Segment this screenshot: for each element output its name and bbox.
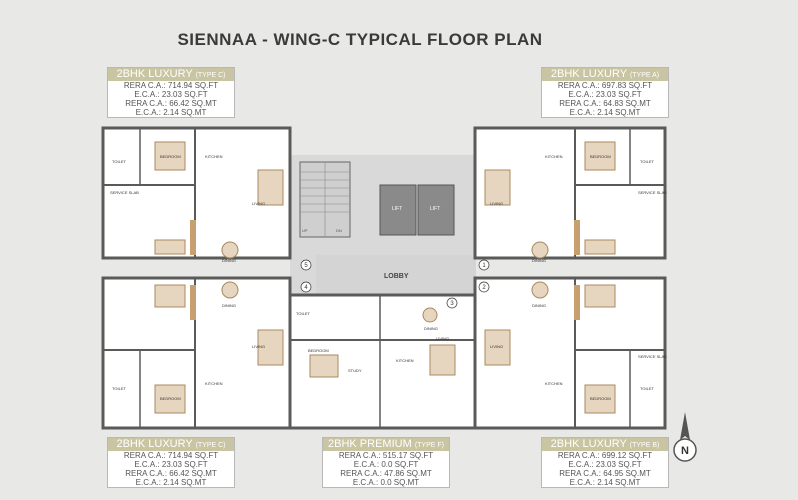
dining-table-rl bbox=[531, 281, 549, 299]
room-label: KITCHEN bbox=[396, 358, 414, 363]
flat-number-marker bbox=[300, 281, 312, 293]
room-label: LIVING bbox=[252, 201, 265, 206]
bed-lu-1 bbox=[154, 141, 186, 171]
dining-table-ru bbox=[531, 241, 549, 259]
lift-2-label: LIFT bbox=[430, 206, 440, 212]
sofa-cl bbox=[429, 344, 456, 376]
room-label: LIVING bbox=[490, 344, 503, 349]
sofa-lu bbox=[257, 169, 284, 206]
room-label: KITCHEN bbox=[205, 154, 223, 159]
bed-rl-2 bbox=[584, 384, 616, 414]
stair-dn-label: DN bbox=[336, 228, 342, 233]
bed-lu-2 bbox=[154, 239, 186, 255]
page-title: SIENNAA - WING-C TYPICAL FLOOR PLAN bbox=[177, 30, 543, 49]
room-label: DINING bbox=[424, 326, 438, 331]
room-label: SERVICE SLAB bbox=[638, 354, 667, 359]
room-label: DINING bbox=[222, 258, 236, 263]
bed-rl-1 bbox=[584, 284, 616, 308]
room-label: BEDROOM bbox=[590, 396, 611, 401]
flat-number-marker bbox=[478, 259, 490, 271]
unit-info-box: 2BHK LUXURY (TYPE C) RERA C.A.: 714.94 S… bbox=[107, 67, 235, 118]
compass-label: N bbox=[681, 445, 689, 457]
flat-number-marker bbox=[446, 297, 458, 309]
dining-table-cl bbox=[422, 307, 438, 323]
flat-number-label: 4 bbox=[304, 285, 308, 291]
room-label: TOILET bbox=[640, 386, 654, 391]
lobby-area bbox=[316, 255, 476, 295]
room-label: BEDROOM bbox=[590, 154, 611, 159]
lift-2 bbox=[417, 184, 455, 236]
room-label: LIVING bbox=[490, 201, 503, 206]
dining-table-lu bbox=[221, 241, 239, 259]
flat-number-marker bbox=[478, 281, 490, 293]
bed-ru-1 bbox=[584, 141, 616, 171]
room-label: BEDROOM bbox=[308, 348, 329, 353]
room-label: TOILET bbox=[296, 311, 310, 316]
room-label: TOILET bbox=[640, 159, 654, 164]
sofa-rl bbox=[484, 329, 511, 366]
wardrobe-ru bbox=[574, 220, 580, 255]
sofa-ll bbox=[257, 329, 284, 366]
wardrobe-lu bbox=[190, 220, 196, 255]
sofa-ru bbox=[484, 169, 511, 206]
room-label: KITCHEN bbox=[545, 381, 563, 386]
lift-1-label: LIFT bbox=[392, 206, 402, 212]
flat-number-label: 2 bbox=[482, 285, 486, 291]
bed-ll-2 bbox=[154, 384, 186, 414]
room-label: KITCHEN bbox=[545, 154, 563, 159]
north-compass-icon: N bbox=[673, 412, 697, 462]
flat-number-marker bbox=[300, 259, 312, 271]
room-label: BEDROOM bbox=[160, 154, 181, 159]
unit-info-box: 2BHK PREMIUM (TYPE F) RERA C.A.: 515.17 … bbox=[322, 437, 450, 488]
flat-number-label: 5 bbox=[304, 263, 308, 269]
room-label: STUDY bbox=[348, 368, 362, 373]
room-label: SERVICE SLAB bbox=[638, 190, 667, 195]
bed-cl bbox=[309, 354, 339, 378]
lift-1 bbox=[379, 184, 417, 236]
bed-ru-2 bbox=[584, 239, 616, 255]
unit-info-box: 2BHK LUXURY (TYPE A) RERA C.A.: 697.83 S… bbox=[541, 67, 669, 118]
lobby-label: LOBBY bbox=[384, 273, 409, 280]
room-label: SERVICE SLAB bbox=[110, 190, 139, 195]
room-label: BEDROOM bbox=[160, 396, 181, 401]
unit-info-box: 2BHK LUXURY (TYPE B) RERA C.A.: 699.12 S… bbox=[541, 437, 669, 488]
flat-number-label: 3 bbox=[450, 301, 454, 307]
room-label: DINING bbox=[532, 303, 546, 308]
wardrobe-ll bbox=[190, 285, 196, 320]
wardrobe-rl bbox=[574, 285, 580, 320]
stair-up-label: UP bbox=[302, 228, 308, 233]
room-label: LIVING bbox=[252, 344, 265, 349]
room-label: KITCHEN bbox=[205, 381, 223, 386]
flat-number-label: 1 bbox=[482, 263, 486, 269]
unit-info-box: 2BHK LUXURY (TYPE C) RERA C.A.: 714.94 S… bbox=[107, 437, 235, 488]
room-label: TOILET bbox=[112, 386, 126, 391]
bed-ll-1 bbox=[154, 284, 186, 308]
room-label: DINING bbox=[222, 303, 236, 308]
room-label: TOILET bbox=[112, 159, 126, 164]
room-label: LIVING bbox=[436, 336, 449, 341]
room-label: DINING bbox=[532, 258, 546, 263]
flat-left-upper bbox=[101, 126, 292, 260]
dining-table-ll bbox=[221, 281, 239, 299]
